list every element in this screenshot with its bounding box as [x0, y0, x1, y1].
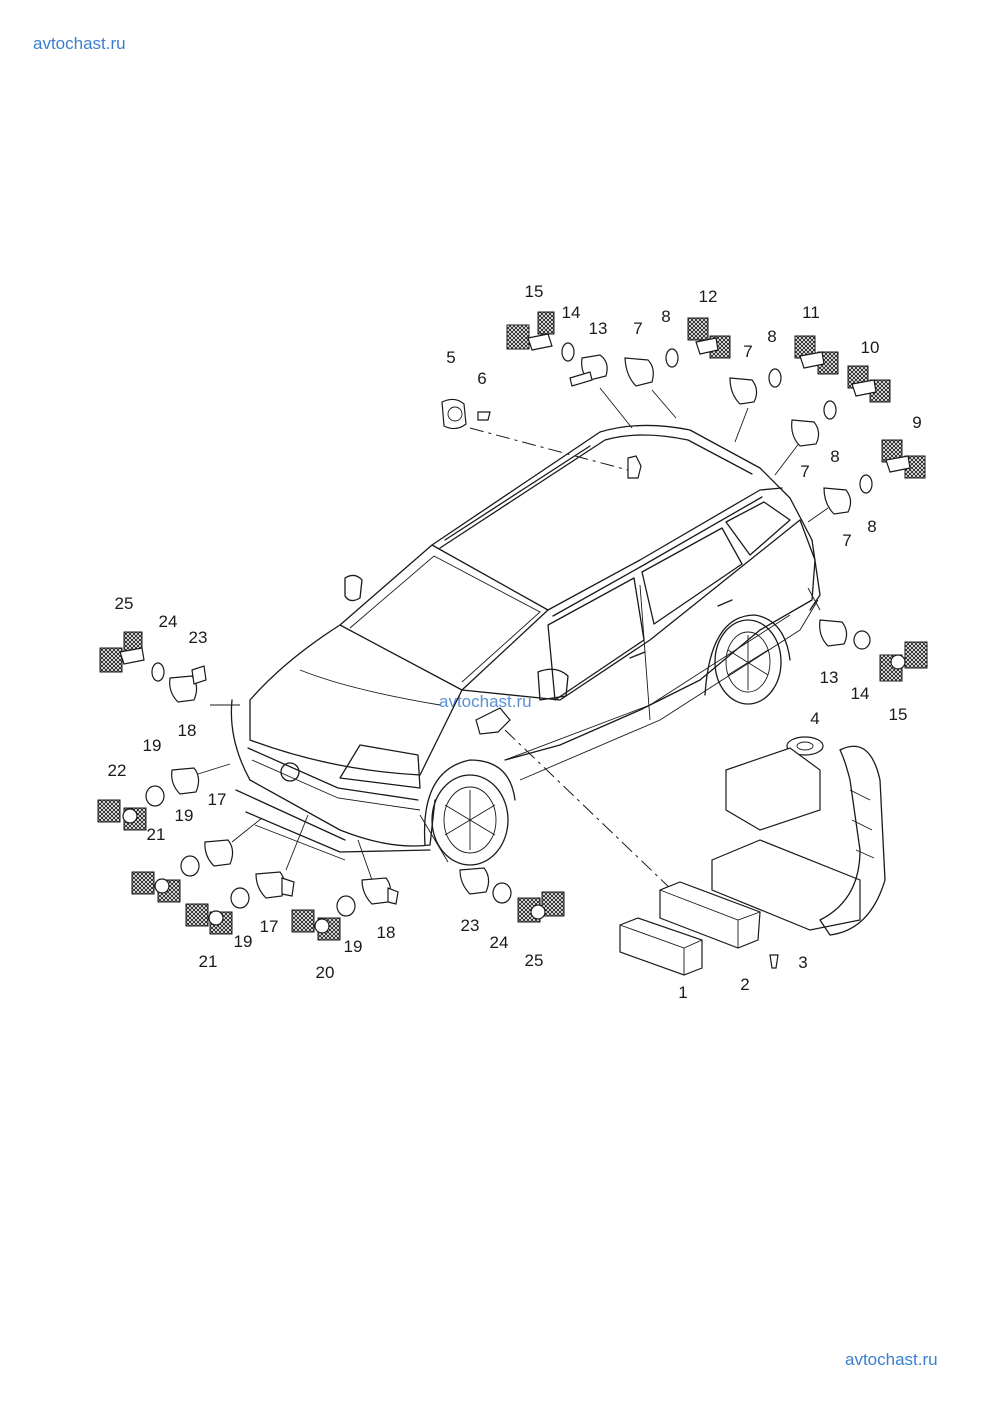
callout-11: 11	[802, 303, 820, 322]
callout-15-b: 15	[889, 705, 908, 724]
callout-17-b: 17	[260, 917, 279, 936]
callout-23-a: 23	[189, 628, 208, 647]
watermark-top[interactable]: avtochast.ru	[33, 34, 126, 53]
callout-8-d: 8	[867, 517, 876, 536]
parts	[97, 311, 928, 976]
watermark-bottom[interactable]: avtochast.ru	[845, 1350, 938, 1369]
callout-8-c: 8	[830, 447, 839, 466]
callout-8-a: 8	[661, 307, 670, 326]
callout-2: 2	[740, 975, 749, 994]
callout-20: 20	[316, 963, 335, 982]
callout-8-b: 8	[767, 327, 776, 346]
callout-13-b: 13	[820, 668, 839, 687]
callout-17-a: 17	[208, 790, 227, 809]
callout-7-a: 7	[633, 319, 642, 338]
callout-4: 4	[810, 709, 819, 728]
callout-3: 3	[798, 953, 807, 972]
callout-19-c: 19	[234, 932, 253, 951]
watermark-center: avtochast.ru	[439, 692, 532, 711]
callout-5: 5	[446, 348, 455, 367]
callout-19-a: 19	[143, 736, 162, 755]
car-illustration	[230, 424, 821, 866]
callout-19-d: 19	[344, 937, 363, 956]
callout-21-b: 21	[199, 952, 218, 971]
sensor-cover-15-rear	[506, 324, 530, 350]
callout-25-a: 25	[115, 594, 134, 613]
callout-labels: 1 2 3 4 5 6 7 7 7 7 8 8 8 8 9 10 11 12 1…	[108, 282, 922, 1002]
callout-24-a: 24	[159, 612, 178, 631]
callout-18-b: 18	[377, 923, 396, 942]
callout-7-b: 7	[743, 342, 752, 361]
callout-10: 10	[861, 338, 880, 357]
callout-18-a: 18	[178, 721, 197, 740]
leader-lines	[197, 387, 829, 891]
callout-19-b: 19	[175, 806, 194, 825]
callout-15-a: 15	[525, 282, 544, 301]
callout-25-b: 25	[525, 951, 544, 970]
callout-1: 1	[678, 983, 687, 1002]
callout-14-b: 14	[851, 684, 870, 703]
callout-6: 6	[477, 369, 486, 388]
callout-13-a: 13	[589, 319, 608, 338]
callout-22: 22	[108, 761, 127, 780]
callout-23-b: 23	[461, 916, 480, 935]
callout-24-b: 24	[490, 933, 509, 952]
callout-9: 9	[912, 413, 921, 432]
callout-7-d: 7	[842, 531, 851, 550]
callout-7-c: 7	[800, 462, 809, 481]
callout-21-a: 21	[147, 825, 166, 844]
callout-14-a: 14	[562, 303, 581, 322]
callout-12: 12	[699, 287, 718, 306]
